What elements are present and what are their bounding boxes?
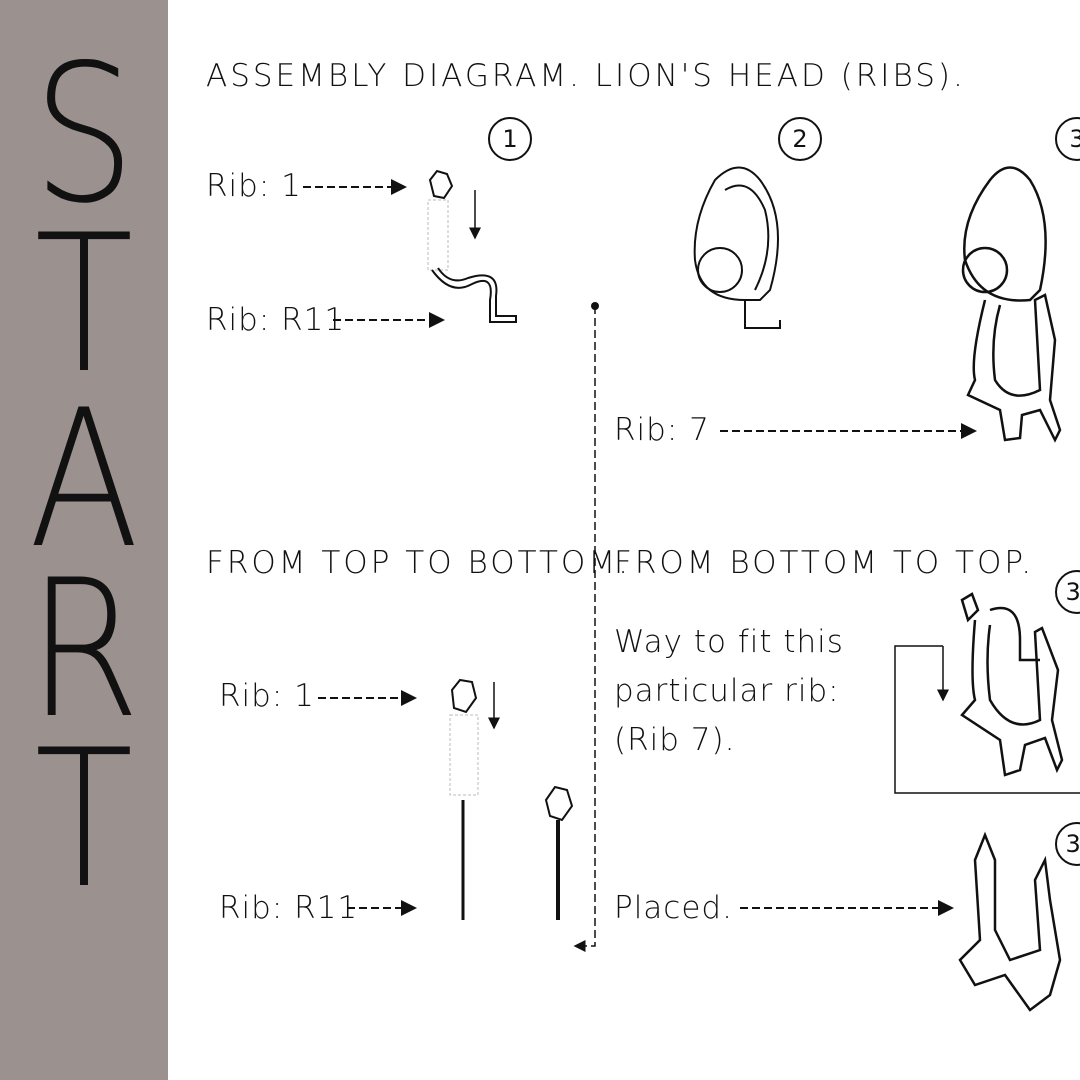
label-rib-7: Rib: 7 (614, 412, 710, 448)
sidebar-letter: R (27, 539, 141, 760)
lion-head-step2 (693, 166, 781, 329)
label-rib-r11-top: Rib: R11 (206, 302, 346, 338)
note-line-1: Way to fit this (614, 624, 844, 660)
label-placed: Placed. (614, 890, 733, 926)
step-number-2: 2 (778, 117, 822, 161)
bracket-line (894, 645, 1080, 794)
step-number-1: 1 (488, 117, 532, 161)
sidebar-letter: T (34, 194, 134, 415)
lion-head-step3 (961, 166, 1062, 443)
start-sidebar: S T A R T (0, 0, 168, 1080)
placed-drawing (958, 831, 1062, 1012)
label-rib-r11-bottom: Rib: R11 (219, 890, 359, 926)
label-rib-1-bottom: Rib: 1 (219, 678, 315, 714)
label-rib-1-top: Rib: 1 (206, 168, 302, 204)
sidebar-letter: A (28, 369, 140, 590)
note-line-2: particular rib: (614, 673, 840, 709)
rib-drawing-step1 (427, 169, 517, 323)
rib-7-fit-drawing (960, 592, 1064, 777)
rib-rods (449, 678, 574, 920)
heading-top-to-bottom: FROM TOP TO BOTTOM. (206, 545, 631, 581)
note-line-3: (Rib 7). (614, 722, 736, 758)
divider-dashed (573, 306, 596, 952)
sidebar-letter: S (32, 24, 136, 245)
page-title: ASSEMBLY DIAGRAM. LION'S HEAD (RIBS). (206, 58, 966, 94)
sidebar-letter: T (34, 709, 134, 930)
heading-bottom-to-top: FROM BOTTOM TO TOP. (614, 545, 1035, 581)
